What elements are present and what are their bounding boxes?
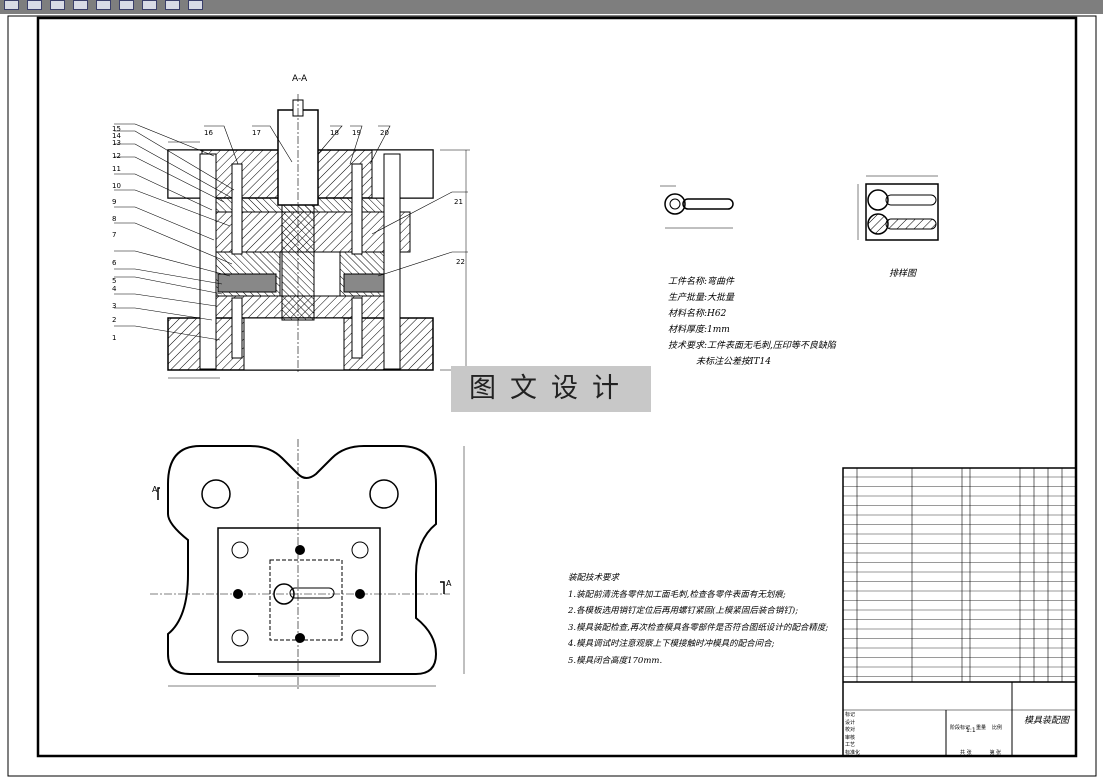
callout-17: 17 [252,129,261,137]
title-block-labels: 标记 设计 校对 审核 工艺 标准化 [845,712,860,757]
strip-layout-caption: 排样图 [889,268,918,279]
callout-5: 5 [112,277,117,285]
stage-label: 比例 [992,725,1003,731]
callout-12: 12 [112,152,121,160]
callout-21: 21 [454,198,463,206]
row-label: 工艺 [845,742,856,748]
row-label: 审核 [845,734,856,741]
row-label: 标准化 [845,749,861,756]
toolbar-icon-8[interactable] [165,0,180,10]
stage-labels: 阶段标记 重量 比例 [950,724,1002,731]
cad-drawing: A-A [7,15,1097,777]
callout-3: 3 [112,302,117,310]
assembly-note: 3.模具装配检查,再次检查模具各零部件是否符合图纸设计的配合精度; [568,622,829,633]
callout-19: 19 [352,129,361,137]
callout-8: 8 [112,215,117,223]
callout-14: 14 [112,132,121,140]
row-label: 标记 [845,712,856,718]
assembly-notes-heading: 装配技术要求 [568,573,620,583]
toolbar [0,0,1103,14]
callout-16: 16 [204,129,213,137]
section-title: A-A [292,74,308,84]
toolbar-icon-4[interactable] [73,0,88,10]
section-mark-right: A [446,579,452,588]
callout-11: 11 [112,165,121,173]
scale-value: 1:1 [966,727,976,734]
toolbar-icon-5[interactable] [96,0,111,10]
workpiece-line: 未标注公差按IT14 [696,357,772,367]
die-plate [217,527,381,663]
callout-2: 2 [112,316,117,324]
toolbar-icon-2[interactable] [27,0,42,10]
callout-4: 4 [112,285,117,293]
assembly-note: 2.各模板选用销钉定位后再用螺钉紧固(上模紧固后装合销钉); [568,606,799,616]
toolbar-icon-6[interactable] [119,0,134,10]
plan-view: A A [150,439,465,689]
callout-18: 18 [330,129,339,137]
toolbar-icon-9[interactable] [188,0,203,10]
workpiece-line: 材料名称:H62 [668,309,727,319]
callout-22: 22 [456,258,465,266]
sheet-number: 第 张 [989,750,1002,756]
watermark: 图文设计 [451,366,651,412]
workpiece-view [660,185,734,229]
toolbar-icon-1[interactable] [4,0,19,10]
assembly-note: 5.模具闭合高度170mm. [568,655,663,666]
workpiece-line: 材料厚度:1mm [668,325,730,335]
lower-die-outline [167,445,438,675]
stage-label: 阶段标记 [950,725,971,731]
workpiece-line: 技术要求:工件表面无毛刺,压印等不良缺陷 [668,341,836,351]
callout-6: 6 [112,259,117,267]
callout-20: 20 [380,129,389,137]
parts-list-and-title-block [842,467,1077,757]
toolbar-icon-3[interactable] [50,0,65,10]
assembly-note: 4.模具调试时注意观察上下模接触时冲模具的配合间合; [568,639,775,649]
section-view-a-a: A-A [114,74,470,379]
section-mark-left: A [152,485,158,494]
workpiece-line: 生产批量:大批量 [668,293,735,303]
sheet-total: 共 张 [960,750,972,756]
sheet-inner-border [36,16,1078,758]
assembly-notes: 装配技术要求 1.装配前清洗各零件加工面毛刺,检查各零件表面有无划痕; 2.各模… [568,570,828,669]
callout-9: 9 [112,198,117,206]
workpiece-line: 工件名称:弯曲件 [668,277,735,287]
row-label: 设计 [845,719,856,726]
callout-10: 10 [112,182,121,190]
drawing-name: 模具装配图 [1024,715,1071,726]
row-label: 校对 [845,727,856,733]
callout-1: 1 [112,334,117,342]
callout-7: 7 [112,231,117,239]
assembly-note: 1.装配前清洗各零件加工面毛刺,检查各零件表面有无划痕; [568,589,786,600]
sheet-outer-border [7,15,1097,777]
strip-layout: 排样图 [857,175,939,279]
sheet-info: 共 张 第 张 [960,749,1001,756]
toolbar-icon-7[interactable] [142,0,157,10]
workpiece-spec: 工件名称:弯曲件 生产批量:大批量 材料名称:H62 材料厚度:1mm 技术要求… [668,274,836,370]
callout-15: 15 [112,125,121,133]
callout-13: 13 [112,139,121,147]
drawing-canvas[interactable]: A-A [0,14,1103,780]
stage-label: 重量 [976,725,987,731]
